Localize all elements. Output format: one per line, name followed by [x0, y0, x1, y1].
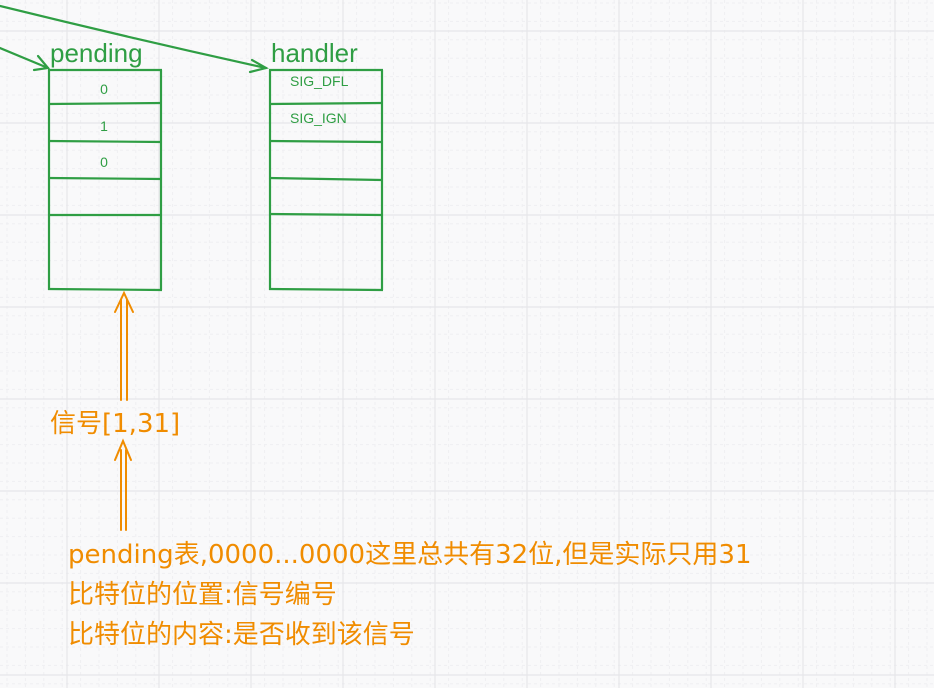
pending-title: pending	[50, 38, 143, 68]
note-line-3: 比特位的内容:是否收到该信号	[68, 620, 415, 650]
note-line-2: 比特位的位置:信号编号	[68, 580, 337, 610]
note-line-1: pending表,0000...0000这里总共有32位,但是实际只用31	[68, 540, 752, 570]
handler-title: handler	[271, 38, 358, 68]
arrow-up-to-signal-label	[114, 438, 132, 531]
handler-table	[268, 68, 384, 292]
incoming-arrow-to-handler	[0, 4, 269, 74]
incoming-arrow-to-pending	[0, 46, 51, 72]
pending-cell-0: 0	[100, 81, 108, 97]
pending-cell-2: 0	[100, 154, 108, 170]
handler-cell-1: SIG_IGN	[290, 110, 347, 126]
arrow-up-to-pending	[114, 290, 134, 401]
signal-range-label: 信号[1,31]	[50, 409, 180, 439]
pending-cell-1: 1	[100, 118, 108, 134]
pending-table	[47, 68, 163, 292]
handler-cell-0: SIG_DFL	[290, 73, 349, 89]
